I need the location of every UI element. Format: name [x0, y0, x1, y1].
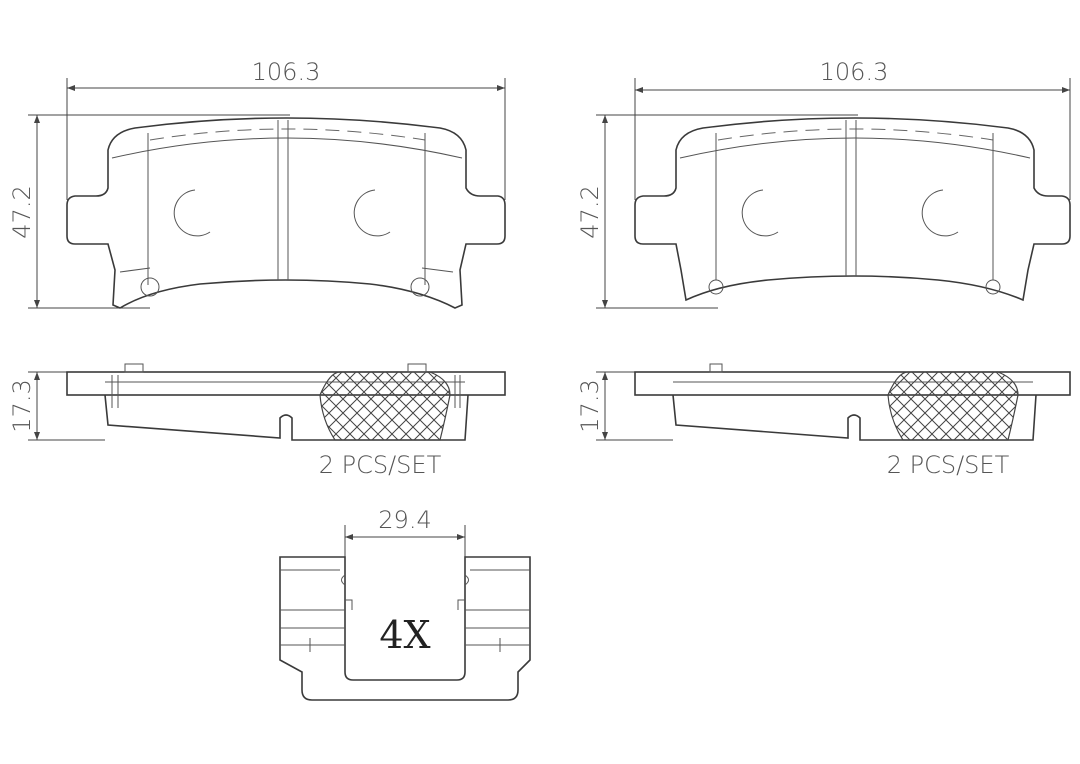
width-label: 106.3: [820, 58, 889, 86]
pad-outline: [66, 117, 506, 309]
wear-indicator-circle: [173, 189, 211, 237]
height-label: 47.2: [8, 185, 36, 238]
front-view: 106.3 47.2: [576, 58, 1071, 309]
clip-quantity-label: 4X: [379, 613, 430, 657]
quantity-label: 2 PCS/SET: [887, 451, 1010, 479]
side-view: 17.3 2 PCS/SET: [8, 363, 506, 479]
height-label: 47.2: [576, 185, 604, 238]
side-view: 17.3 2 PCS/SET: [576, 363, 1071, 479]
width-label: 106.3: [252, 58, 321, 86]
pad-left: 106.3 47.2 17.3: [8, 58, 506, 479]
thickness-label: 17.3: [8, 379, 36, 432]
front-view: 106.3 47.2: [8, 58, 506, 309]
friction-material: [319, 371, 451, 441]
pad-right: 106.3 47.2 17.3 2: [576, 58, 1071, 479]
clip-width-label: 29.4: [378, 506, 431, 534]
abutment-clip: 29.4 4X: [279, 506, 531, 701]
backing-plate: [66, 371, 506, 396]
quantity-label: 2 PCS/SET: [319, 451, 442, 479]
thickness-label: 17.3: [576, 379, 604, 432]
